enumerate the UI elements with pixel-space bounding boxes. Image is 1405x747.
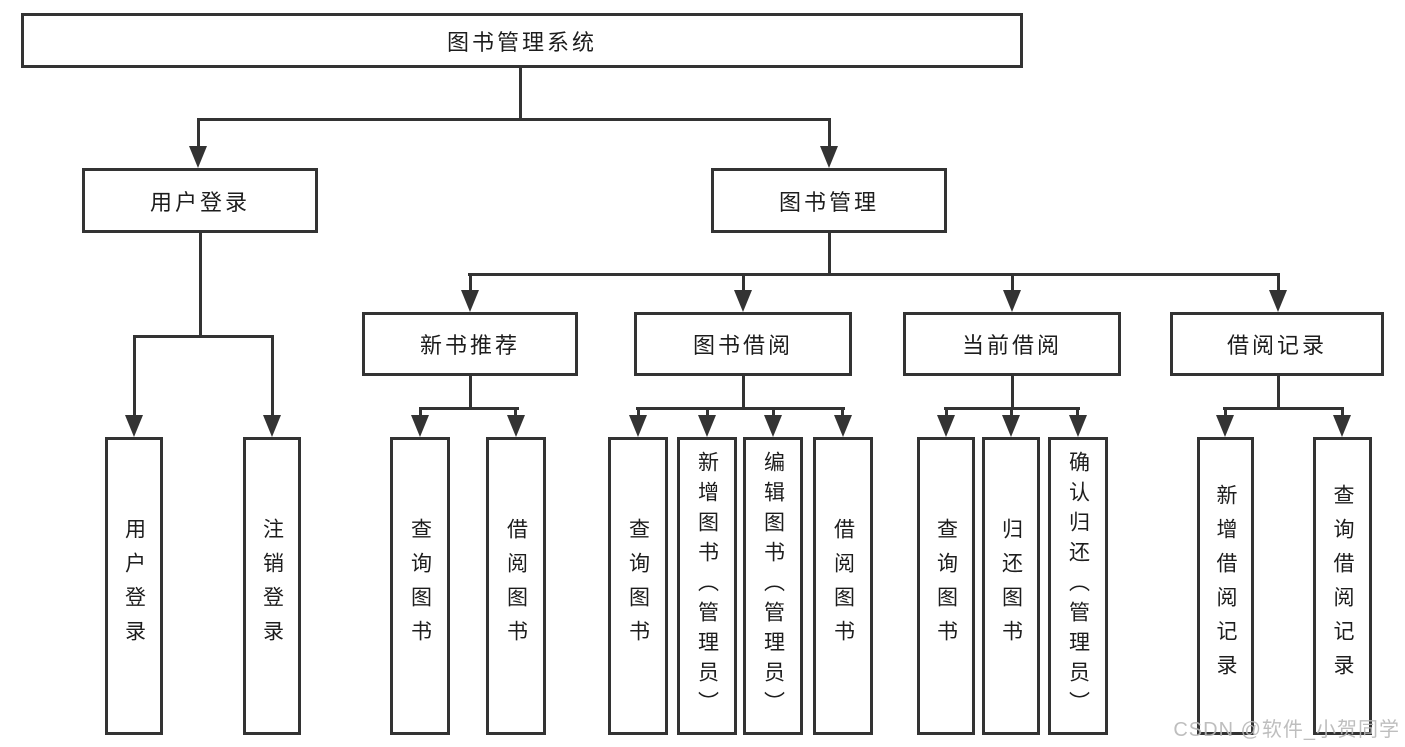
arrow-down-icon [698,415,716,437]
connector-line [1277,376,1280,407]
arrow-down-icon [734,290,752,312]
leaf-current-query-books: 查询图书 [917,437,975,735]
leaf-borrowing-edit-books-admin: 编辑图书（管理员） [743,437,803,735]
leaf-borrowing-query-books: 查询图书 [608,437,668,735]
connector-line [772,407,775,417]
node-book-borrowing: 图书借阅 [634,312,852,376]
arrow-down-icon [125,415,143,437]
leaf-borrowing-borrow-books: 借阅图书 [813,437,873,735]
leaf-current-return-books: 归还图书 [982,437,1040,735]
arrow-down-icon [411,415,429,437]
leaf-logout: 注销登录 [243,437,301,735]
leaf-label: 用户登录 [122,518,146,654]
connector-line [828,118,831,148]
watermark-csdn: CSDN @软件_小贺同学 [1173,719,1400,741]
node-borrowing-records: 借阅记录 [1170,312,1384,376]
arrow-down-icon [461,290,479,312]
connector-line [197,118,831,121]
connector-line [419,407,519,410]
connector-line [828,233,831,273]
leaf-label: 编辑图书（管理员） [761,451,785,721]
arrow-down-icon [1333,415,1351,437]
leaf-label: 归还图书 [999,518,1023,654]
leaf-label: 注销登录 [260,518,284,654]
connector-line [271,335,274,417]
connector-line [469,376,472,407]
leaf-current-confirm-return-admin: 确认归还（管理员） [1048,437,1108,735]
arrow-down-icon [189,146,207,168]
arrow-down-icon [629,415,647,437]
leaf-records-query-borrow-record: 查询借阅记录 [1313,437,1372,735]
connector-line [1224,407,1227,417]
leaf-label: 确认归还（管理员） [1066,451,1090,721]
connector-line [706,407,709,417]
connector-line [133,335,274,338]
connector-line [636,407,845,410]
node-current-borrowing: 当前借阅 [903,312,1121,376]
connector-line [1223,407,1344,410]
node-book-management: 图书管理 [711,168,947,233]
connector-line [637,407,640,417]
arrow-down-icon [263,415,281,437]
connector-line [1076,407,1079,417]
connector-line [1277,273,1280,292]
leaf-label: 查询图书 [934,518,958,654]
arrow-down-icon [764,415,782,437]
connector-line [199,233,202,335]
connector-line [419,407,422,417]
node-user-login: 用户登录 [82,168,318,233]
leaf-label: 新增借阅记录 [1214,484,1237,688]
connector-line [841,407,844,417]
arrow-down-icon [937,415,955,437]
node-library-management-system: 图书管理系统 [21,13,1023,68]
leaf-label: 查询借阅记录 [1331,484,1354,688]
node-label: 新书推荐 [419,333,520,358]
arrow-down-icon [1003,290,1021,312]
connector-line [469,273,472,292]
node-label: 借阅记录 [1226,333,1327,358]
connector-line [197,118,200,148]
arrow-down-icon [1002,415,1020,437]
leaf-newbook-query-books: 查询图书 [390,437,450,735]
connector-line [742,376,745,407]
leaf-user-login: 用户登录 [105,437,163,735]
node-new-book-recommend: 新书推荐 [362,312,578,376]
arrow-down-icon [507,415,525,437]
connector-line [1011,376,1014,407]
connector-line [514,407,517,417]
leaf-label: 借阅图书 [504,518,528,654]
connector-line [133,335,136,417]
connector-line [945,407,948,417]
leaf-label: 查询图书 [408,518,432,654]
node-label: 用户登录 [149,189,250,215]
arrow-down-icon [1216,415,1234,437]
node-label: 图书管理系统 [446,29,597,55]
leaf-label: 查询图书 [626,518,650,654]
connector-line [519,68,522,118]
node-label: 图书管理 [778,189,879,215]
arrow-down-icon [834,415,852,437]
leaf-newbook-borrow-books: 借阅图书 [486,437,546,735]
connector-line [468,273,1280,276]
arrow-down-icon [820,146,838,168]
leaf-label: 新增图书（管理员） [695,451,719,721]
arrow-down-icon [1269,290,1287,312]
connector-line [742,273,745,292]
connector-line [1010,407,1013,417]
node-label: 当前借阅 [961,333,1062,358]
leaf-borrowing-add-books-admin: 新增图书（管理员） [677,437,737,735]
connector-line [1341,407,1344,417]
arrow-down-icon [1069,415,1087,437]
leaf-label: 借阅图书 [831,518,855,654]
connector-line [1011,273,1014,292]
node-label: 图书借阅 [692,333,793,358]
leaf-records-add-borrow-record: 新增借阅记录 [1197,437,1254,735]
